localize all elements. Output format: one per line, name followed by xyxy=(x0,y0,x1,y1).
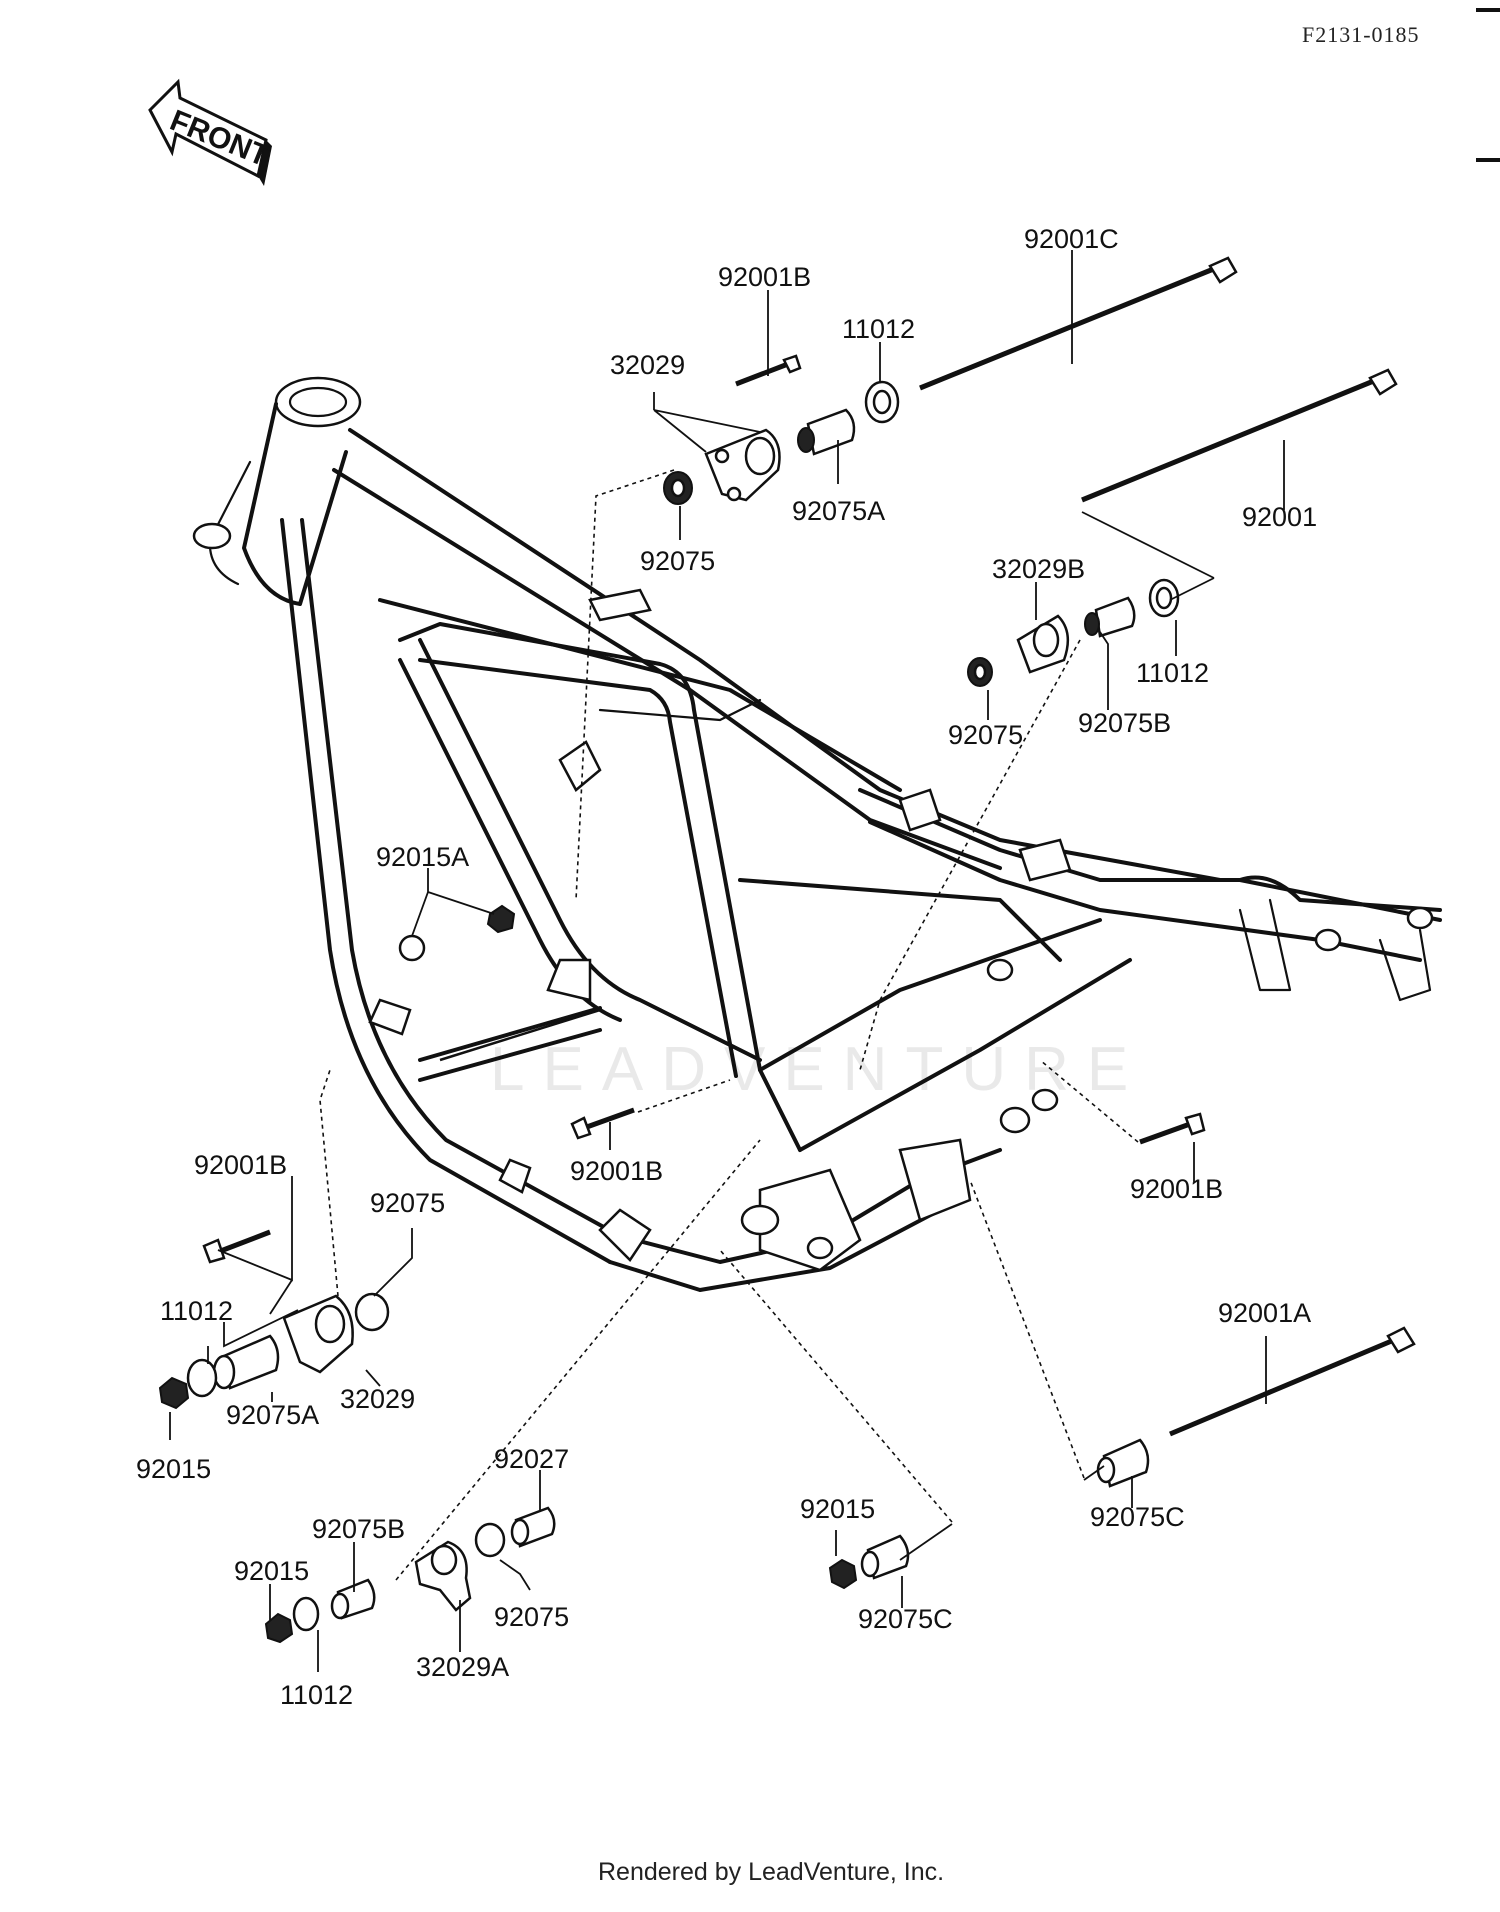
label-11012-mid: 11012 xyxy=(1136,658,1209,688)
bracket-32029-left xyxy=(282,1294,354,1374)
nut-92015-low xyxy=(264,1612,294,1644)
label-92075C-right: 92075C xyxy=(1090,1502,1185,1532)
washer-11012-mid xyxy=(1148,578,1180,618)
washer-11012-low xyxy=(292,1596,320,1632)
label-92001B-left: 92001B xyxy=(194,1150,287,1180)
label-92075-mid: 92075 xyxy=(948,720,1023,750)
nut-92075-top xyxy=(663,471,693,505)
label-92075B-mid: 92075B xyxy=(1078,708,1171,738)
callout-labels: 92001C 92001B 11012 32029 92075A 92075 9… xyxy=(136,224,1317,1710)
collar-92075A-top xyxy=(797,408,856,456)
label-92075A-top: 92075A xyxy=(792,496,885,526)
washer-11012-left xyxy=(186,1358,218,1398)
label-92015-center: 92015 xyxy=(800,1494,875,1524)
label-92001B-right: 92001B xyxy=(1130,1174,1223,1204)
label-32029-left: 32029 xyxy=(340,1384,415,1414)
bracket-32029B xyxy=(1016,614,1070,674)
label-92001: 92001 xyxy=(1242,502,1317,532)
collar-92075C-center xyxy=(860,1534,910,1580)
alignment-lines xyxy=(319,469,1139,1581)
bracket-32029A xyxy=(414,1540,472,1612)
leader-lines xyxy=(169,250,1285,1672)
label-92075-low: 92075 xyxy=(494,1602,569,1632)
front-arrow-icon: FRONT xyxy=(148,78,274,186)
nut-92075-mid xyxy=(967,657,993,687)
reference-code: F2131-0185 xyxy=(1302,22,1420,47)
label-92075-left: 92075 xyxy=(370,1188,445,1218)
steering-head-top xyxy=(274,376,362,428)
label-92075B-low: 92075B xyxy=(312,1514,405,1544)
label-92015-left: 92015 xyxy=(136,1454,211,1484)
edge-mark-top xyxy=(1476,8,1500,12)
nut-92075-low xyxy=(474,1522,506,1558)
label-92075-top: 92075 xyxy=(640,546,715,576)
label-92001C: 92001C xyxy=(1024,224,1119,254)
collar-92075B-low xyxy=(330,1578,376,1620)
bolt-92001A xyxy=(1169,1326,1416,1437)
bolt-92001B-center xyxy=(570,1107,635,1140)
bracket-32029-top xyxy=(704,428,781,502)
label-32029-top: 32029 xyxy=(610,350,685,380)
label-32029A: 32029A xyxy=(416,1652,509,1682)
bolt-92001B-top xyxy=(735,354,802,387)
label-11012-left: 11012 xyxy=(160,1296,233,1326)
label-92001B-center: 92001B xyxy=(570,1156,663,1186)
label-92027: 92027 xyxy=(494,1444,569,1474)
bolt-92001B-right xyxy=(1139,1112,1206,1145)
label-92015A: 92015A xyxy=(376,842,469,872)
collar-92075B-mid xyxy=(1084,596,1136,638)
collar-92075C-right xyxy=(1096,1438,1150,1488)
watermark: LEADVENTURE xyxy=(490,1035,1146,1104)
edge-mark-mid xyxy=(1476,158,1500,162)
bolt-92001 xyxy=(1081,368,1398,503)
nut-92015A xyxy=(398,904,516,962)
bolt-92001C xyxy=(919,256,1238,391)
footer-credit: Rendered by LeadVenture, Inc. xyxy=(598,1858,944,1886)
label-92001A: 92001A xyxy=(1218,1298,1311,1328)
nut-92015-center xyxy=(828,1558,858,1590)
swingarm-pivot-plate xyxy=(758,1168,862,1272)
frame-drawing xyxy=(192,376,1442,1292)
front-label: FRONT xyxy=(165,104,273,173)
label-11012-top: 11012 xyxy=(842,314,915,344)
label-92075A-left: 92075A xyxy=(226,1400,319,1430)
label-92015-low: 92015 xyxy=(234,1556,309,1586)
label-11012-low: 11012 xyxy=(280,1680,353,1710)
nut-92075-left xyxy=(354,1292,390,1332)
label-92075C-center: 92075C xyxy=(858,1604,953,1634)
label-32029B: 32029B xyxy=(992,554,1085,584)
bolt-92001B-left xyxy=(202,1229,271,1264)
nut-92015-left xyxy=(158,1376,190,1410)
label-92001B-top: 92001B xyxy=(718,262,811,292)
collar-92075A-left xyxy=(212,1334,280,1390)
bushing-92027 xyxy=(510,1506,556,1548)
washer-11012-top xyxy=(864,380,900,424)
